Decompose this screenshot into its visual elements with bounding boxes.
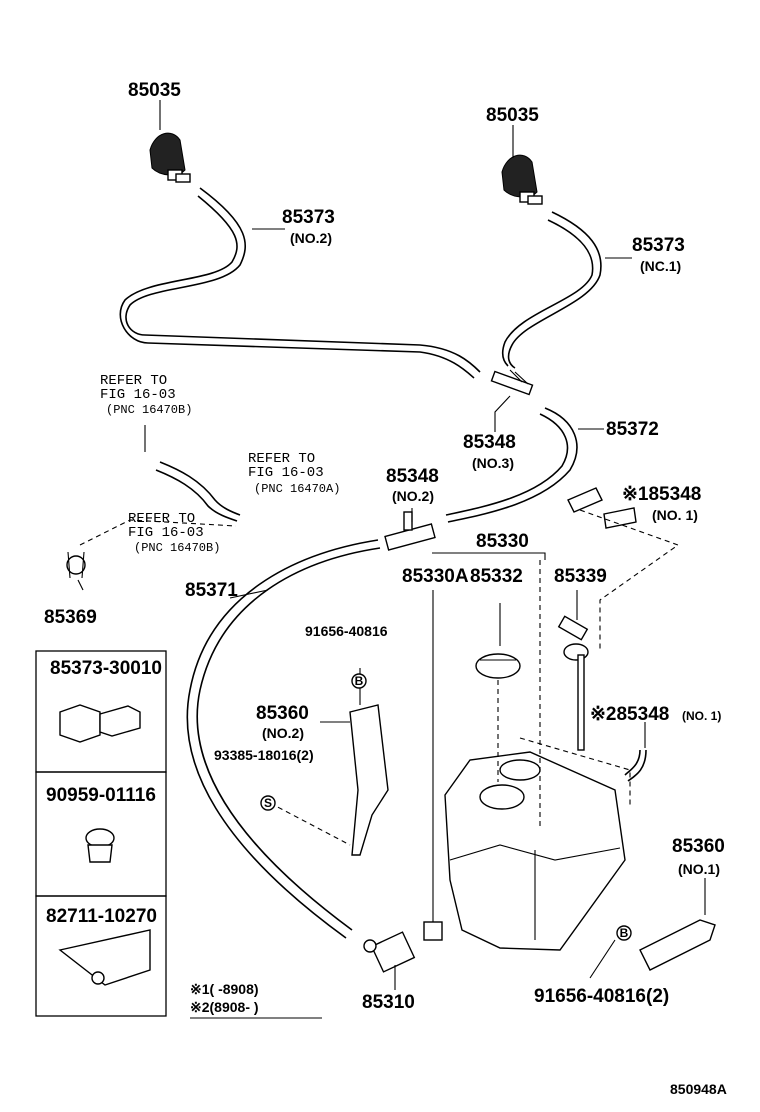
label-nozzle-left: 85035: [128, 80, 181, 101]
label-91656-top: 91656-40816: [305, 623, 388, 639]
label-joint-no2-sub: (NO.2): [392, 488, 434, 504]
s-marker-icon: S: [260, 795, 276, 811]
leader-85369: [77, 579, 84, 591]
hose-85373-no1-inner: [501, 219, 594, 367]
label-85332: 85332: [470, 566, 523, 587]
bracket-no2-icon: [349, 704, 389, 856]
leader-85371: [229, 589, 269, 599]
hose-85372-inner: [445, 413, 569, 516]
label-91656-bottom: 91656-40816(2): [534, 986, 669, 1007]
dash-refer3: [79, 519, 237, 546]
label-joint-no3-sub: (NO.3): [472, 455, 514, 471]
refer-note-3: REFER TO FIG 16-03 (PNC 16470B): [128, 511, 220, 555]
grommet-85330a-icon: [423, 921, 443, 941]
hose-short-refer: [159, 461, 241, 516]
label-hose-no1: 85373: [632, 235, 685, 256]
hose-85373-no2: [125, 187, 481, 373]
svg-text:REFER TO: REFER TO: [100, 373, 167, 389]
label-bracket-no1: 85360: [672, 836, 725, 857]
leader-91656-bottom: [589, 939, 616, 979]
nozzle-right-icon: [501, 154, 543, 205]
label-star2: ※285348: [590, 704, 669, 725]
label-bracket-no2-sub: (NO.2): [262, 725, 304, 741]
hose-85373-no2-inner: [119, 195, 475, 379]
svg-text:FIG 16-03: FIG 16-03: [100, 387, 176, 403]
hose-short-refer-inner: [155, 469, 238, 522]
washer-tank-icon: [444, 751, 626, 951]
clamp-85369-icon: [66, 551, 86, 579]
label-bracket-no2: 85360: [256, 703, 309, 724]
label-85310: 85310: [362, 992, 415, 1013]
tank-cap-icon: [475, 653, 521, 679]
diagram-id: 850948A: [670, 1081, 727, 1097]
label-85369: 85369: [44, 607, 97, 628]
label-85330: 85330: [476, 531, 529, 552]
dash-screw: [269, 802, 351, 846]
joint-star2-icon: [624, 749, 647, 782]
legend-box-85373-30010: 85373-30010: [35, 650, 167, 773]
svg-text:85373-30010: 85373-30010: [50, 658, 162, 679]
nozzle-left-icon: [149, 132, 191, 183]
svg-text:S: S: [264, 796, 272, 810]
label-nozzle-right: 85035: [486, 105, 539, 126]
legend-box-82711-10270: 82711-10270: [35, 895, 167, 1017]
band-82711-icon: [58, 929, 151, 986]
refer-note-1: REFER TO FIG 16-03 (PNC 16470B): [100, 373, 192, 417]
joint-no2-icon: [384, 511, 436, 551]
dash-star2: [519, 737, 631, 808]
footnote-2: ※2(8908- ): [190, 999, 259, 1015]
label-hose-no2-sub: (NO.2): [290, 230, 332, 246]
hose-85373-no1: [507, 211, 602, 369]
motor-85310-icon: [363, 931, 416, 973]
label-93385: 93385-18016(2): [214, 747, 314, 763]
svg-text:(PNC 16470B): (PNC 16470B): [134, 541, 220, 555]
svg-text:FIG 16-03: FIG 16-03: [248, 465, 324, 481]
label-85371: 85371: [185, 580, 238, 601]
svg-text:B: B: [620, 926, 629, 940]
joint-star1-icon: [567, 487, 637, 529]
label-hose-no1-sub: (NC.1): [640, 258, 681, 274]
label-85339: 85339: [554, 566, 607, 587]
svg-text:82711-10270: 82711-10270: [46, 906, 157, 927]
label-star2-sub: (NO. 1): [682, 709, 721, 723]
refer-note-2: REFER TO FIG 16-03 (PNC 16470A): [248, 451, 340, 496]
label-bracket-no1-sub: (NO.1): [678, 861, 720, 877]
hose-85371-inner: [186, 539, 379, 939]
clip-85373-icon: [59, 704, 141, 743]
leader-joint-no3: [494, 395, 511, 432]
svg-text:(PNC 16470B): (PNC 16470B): [106, 403, 192, 417]
label-85330a: 85330A: [402, 566, 469, 587]
b-marker-bottom-icon: B: [616, 925, 632, 941]
label-joint-no3: 85348: [463, 432, 516, 453]
leader-85330: [432, 552, 546, 560]
label-85372: 85372: [606, 419, 659, 440]
legend-box-90959-01116: 90959-01116: [35, 771, 167, 897]
svg-text:FIG 16-03: FIG 16-03: [128, 525, 204, 541]
bracket-no1-icon: [639, 919, 716, 971]
svg-text:REFER TO: REFER TO: [248, 451, 315, 467]
label-joint-star1: ※185348: [622, 484, 701, 505]
clamp-90959-icon: [85, 828, 115, 863]
label-joint-no2: 85348: [386, 466, 439, 487]
svg-text:B: B: [355, 674, 364, 688]
label-joint-star1-sub: (NO. 1): [652, 507, 698, 523]
inlet-85339-icon: [557, 615, 589, 751]
svg-text:90959-01116: 90959-01116: [46, 785, 156, 806]
joint-no3-icon: [490, 369, 534, 396]
b-marker-top-icon: B: [351, 673, 367, 689]
hose-85372: [447, 407, 578, 523]
footnote-1: ※1( -8908): [190, 981, 259, 997]
svg-text:REFER TO: REFER TO: [128, 511, 195, 527]
label-hose-no2: 85373: [282, 207, 335, 228]
svg-text:(PNC 16470A): (PNC 16470A): [254, 482, 340, 496]
hose-85371: [196, 547, 381, 931]
